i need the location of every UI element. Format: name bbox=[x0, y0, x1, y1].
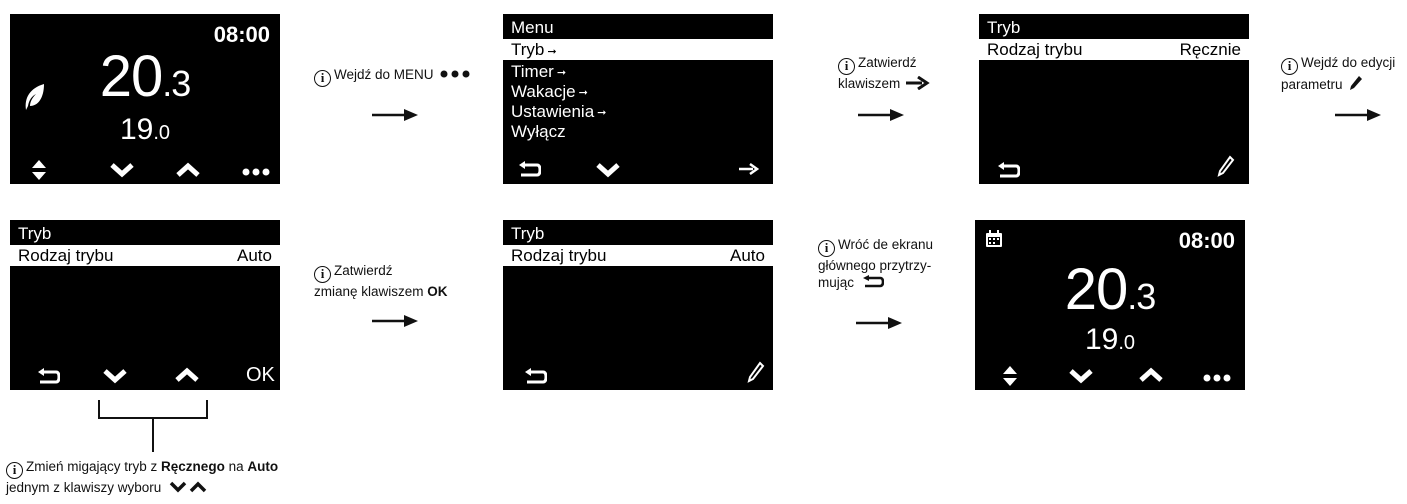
pencil-icon bbox=[1350, 76, 1363, 90]
chevron-up-button[interactable] bbox=[176, 162, 200, 178]
setpoint-temperature: 19.0 bbox=[1084, 323, 1136, 356]
info-icon: i bbox=[314, 70, 331, 87]
arrow-right-button[interactable] bbox=[739, 161, 759, 177]
menu-dots-button[interactable] bbox=[242, 168, 270, 176]
back-button[interactable] bbox=[36, 368, 60, 386]
up-down-icon[interactable] bbox=[32, 160, 46, 180]
home-screen-2: 08:00 20.3 19.0 bbox=[975, 220, 1245, 390]
home-screen-1: 08:00 20.3 19.0 bbox=[10, 14, 280, 184]
mode-row[interactable]: Rodzaj trybu Ręcznie bbox=[979, 39, 1249, 60]
chevron-down-button[interactable] bbox=[103, 368, 127, 384]
clock-time: 08:00 bbox=[1178, 228, 1235, 253]
menu-screen: Menu Tryb➞ Timer➞ Wakacje➞ Ustawienia➞ W… bbox=[503, 14, 773, 184]
leaf-icon bbox=[22, 80, 48, 119]
info-icon: i bbox=[6, 462, 23, 479]
menu-item-wylacz[interactable]: Wyłącz bbox=[511, 122, 566, 141]
screen-title: Tryb bbox=[18, 224, 52, 243]
flow-arrow-2 bbox=[858, 109, 904, 121]
chevron-up-button[interactable] bbox=[175, 367, 199, 383]
clock-time: 08:00 bbox=[213, 22, 270, 47]
up-down-icon[interactable] bbox=[1003, 366, 1017, 386]
chevron-up-button[interactable] bbox=[1139, 367, 1163, 383]
chevron-down-up-icon bbox=[169, 481, 207, 493]
mode-row[interactable]: Rodzaj trybu Auto bbox=[503, 245, 773, 266]
flow-arrow-3 bbox=[1335, 109, 1381, 121]
dots-icon bbox=[440, 70, 470, 78]
back-button[interactable] bbox=[523, 368, 547, 386]
info-icon: i bbox=[838, 58, 855, 75]
current-temperature: 20.3 bbox=[1064, 257, 1157, 322]
calendar-icon bbox=[985, 230, 1003, 253]
info-icon: i bbox=[818, 240, 835, 257]
menu-item-ustawienia[interactable]: Ustawienia➞ bbox=[511, 102, 607, 121]
setpoint-temperature: 19.0 bbox=[119, 113, 171, 146]
screen-title: Tryb bbox=[511, 224, 545, 243]
ok-button[interactable]: OK bbox=[246, 364, 275, 386]
flow-arrow-1 bbox=[372, 109, 418, 121]
chevron-down-button[interactable] bbox=[110, 162, 134, 178]
back-button[interactable] bbox=[996, 162, 1020, 180]
mode-screen-auto: Tryb Rodzaj trybu Auto bbox=[503, 220, 773, 390]
back-arrow-icon bbox=[862, 275, 885, 288]
mode-row[interactable]: Rodzaj trybu Auto bbox=[10, 245, 280, 266]
menu-item-wakacje[interactable]: Wakacje➞ bbox=[511, 82, 588, 101]
mode-screen-manual: Tryb Rodzaj trybu Ręcznie bbox=[979, 14, 1249, 184]
edit-pencil-button[interactable] bbox=[747, 361, 765, 383]
menu-item-timer[interactable]: Timer➞ bbox=[511, 62, 567, 81]
chevron-down-button[interactable] bbox=[1069, 368, 1093, 384]
bracket-connector bbox=[98, 400, 208, 452]
menu-dots-button[interactable] bbox=[1203, 374, 1231, 382]
info-icon: i bbox=[314, 266, 331, 283]
info-icon: i bbox=[1281, 58, 1298, 75]
mode-screen-edit: Tryb Rodzaj trybu Auto OK bbox=[10, 220, 280, 390]
current-temperature: 20.3 bbox=[99, 44, 192, 109]
chevron-down-button[interactable] bbox=[596, 162, 620, 178]
back-button[interactable] bbox=[517, 161, 541, 179]
menu-item-selected[interactable]: Tryb➞ bbox=[503, 39, 773, 60]
flow-arrow-5 bbox=[856, 317, 902, 329]
flow-arrow-4 bbox=[372, 315, 418, 327]
screen-title: Menu bbox=[511, 18, 554, 37]
edit-pencil-button[interactable] bbox=[1217, 155, 1235, 177]
screen-title: Tryb bbox=[987, 18, 1021, 37]
arrow-right-icon bbox=[906, 75, 930, 91]
